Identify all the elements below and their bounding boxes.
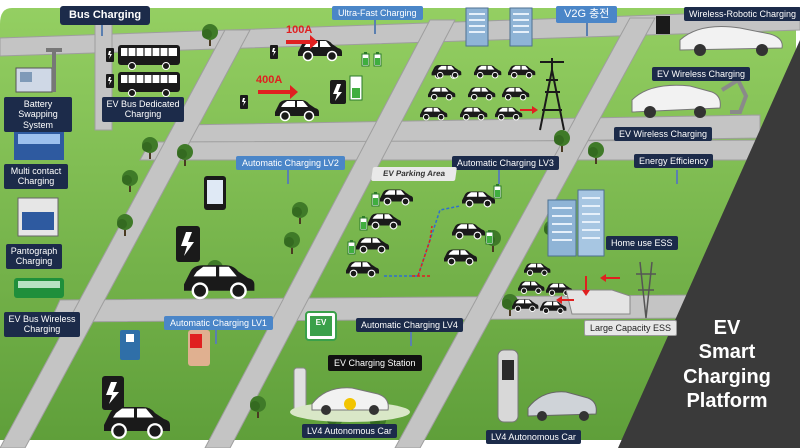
lv3-illustrations [345, 183, 502, 278]
lv4-car-left-label: LV4 Autonomous Car [302, 424, 397, 439]
auto-lv1-label: Automatic Charging LV1 [164, 316, 273, 331]
platform-title: EV Smart Charging Platform [652, 316, 800, 414]
stem-v2g [586, 22, 588, 36]
lv4-car-right-label: LV4 Autonomous Car [486, 430, 581, 445]
stem-auto-lv2 [287, 170, 289, 184]
stem-bus-charging [101, 22, 103, 36]
lv4-illustrations [290, 311, 597, 423]
bus-charging-header: Bus Charging [60, 6, 151, 25]
ev-charging-station-label: EV Charging Station [328, 355, 422, 372]
ev-bus-wireless-label: EV Bus Wireless Charging [4, 312, 80, 337]
large-ess-label: Large Capacity ESS [584, 320, 678, 337]
platform-line-4: Platform [686, 390, 768, 413]
bus-charging-illustrations [14, 44, 181, 298]
home-ess-label: Home use ESS [606, 236, 678, 251]
stem-auto-lv1 [215, 330, 217, 344]
amp-400-label: 400A [256, 74, 283, 86]
ev-station-sign: EV [315, 318, 327, 327]
auto-lv2-label: Automatic Charging LV2 [236, 156, 345, 171]
pantograph-label: Pantograph Charging [6, 244, 62, 269]
auto-lv4-label: Automatic Charging LV4 [356, 318, 463, 333]
stem-auto-lv4 [410, 332, 412, 346]
energy-efficiency-label: Energy Efficiency [634, 154, 714, 169]
v2g-illustrations [419, 7, 565, 131]
stem-energy-efficiency [676, 170, 678, 184]
lv1-illustrations [102, 330, 210, 439]
stem-auto-lv3 [498, 170, 500, 184]
platform-line-2: Smart [698, 341, 756, 364]
amp-100-label: 100A [286, 24, 313, 36]
stem-ultra-fast [374, 20, 376, 34]
battery-swapping-label: Battery Swapping System [4, 97, 72, 133]
auto-lv3-label: Automatic Charging LV3 [452, 156, 559, 171]
wireless-illustrations [631, 16, 783, 118]
ultra-fast-illustrations [240, 35, 382, 122]
ev-bus-dedicated-label: EV Bus Dedicated Charging [102, 97, 184, 122]
platform-line-1: EV [713, 317, 741, 339]
ev-wireless-top-label: EV Wireless Charging [652, 67, 751, 82]
wireless-robotic-label: Wireless-Robotic Charging [684, 7, 800, 22]
ev-parking-area-sign: EV Parking Area [371, 167, 457, 181]
ev-wireless-mid-label: EV Wireless Charging [614, 127, 713, 142]
ultra-fast-label: Ultra-Fast Charging [332, 6, 423, 21]
ess-illustrations [511, 189, 656, 319]
lv2-illustrations [176, 176, 256, 300]
v2g-label: V2G 충전 [556, 6, 618, 23]
platform-line-3: Charging [683, 365, 771, 388]
multi-contact-label: Multi contact Charging [4, 164, 68, 189]
